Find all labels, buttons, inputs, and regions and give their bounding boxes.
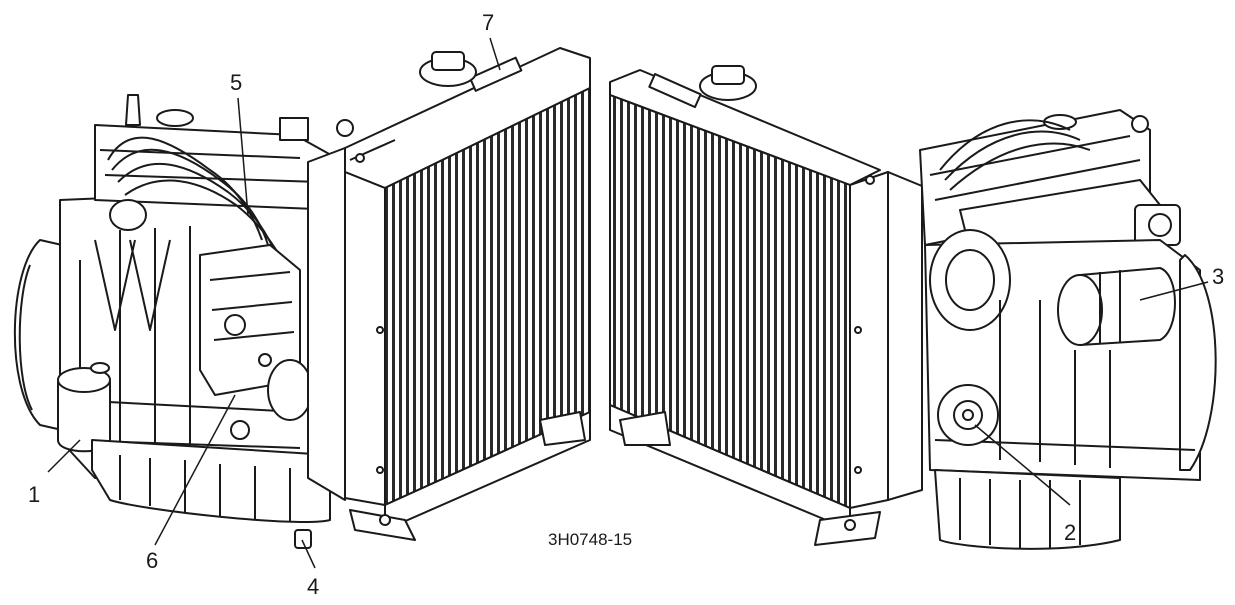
callout-3: 3 (1212, 264, 1225, 289)
callout-7: 7 (482, 10, 495, 35)
leader-4 (301, 539, 316, 569)
left-radiator (307, 47, 591, 541)
leader-7 (489, 37, 501, 71)
callout-1: 1 (28, 482, 41, 507)
figure-id-label: 3H0748-15 (548, 530, 633, 549)
leader-1 (47, 439, 81, 473)
leader-lines (47, 37, 1209, 569)
leader-3 (1139, 281, 1209, 301)
right-radiator (609, 65, 923, 546)
callout-2: 2 (1064, 520, 1077, 545)
callout-4: 4 (307, 574, 320, 599)
left-engine (13, 94, 354, 549)
right-engine (919, 109, 1217, 550)
leader-5 (237, 97, 249, 216)
callout-6: 6 (146, 548, 159, 573)
callout-5: 5 (230, 70, 243, 95)
leader-6 (154, 394, 236, 546)
leader-2 (974, 424, 1071, 506)
